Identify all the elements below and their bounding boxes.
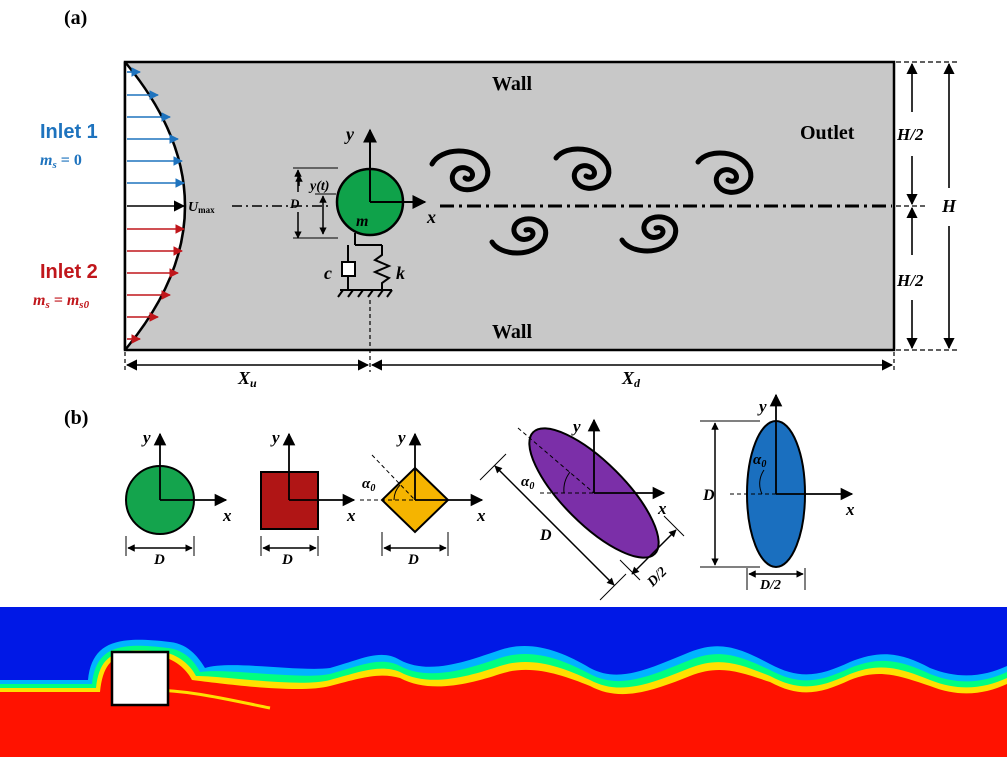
panel-a-label: (a) xyxy=(64,7,87,29)
shape-vertical-ellipse-group: y x α0 D D/2 xyxy=(700,393,855,593)
cyl-x-label: x xyxy=(426,207,436,227)
damper-label: c xyxy=(324,263,332,283)
diamond-d-label: D xyxy=(407,552,419,568)
mass-label: m xyxy=(356,213,368,230)
vortex-upper-1 xyxy=(429,148,491,193)
circle-y-label: y xyxy=(141,428,151,447)
wall-bottom-label: Wall xyxy=(492,321,532,343)
vertical-angle-label: α0 xyxy=(753,452,766,470)
inlet1-title: Inlet 1 xyxy=(40,121,98,143)
outlet-label: Outlet xyxy=(800,122,855,144)
umax-label: Umax xyxy=(188,200,215,215)
shape-square-group: y x D xyxy=(260,428,356,568)
diamond-x-label: x xyxy=(476,506,486,525)
vortex-lower-1 xyxy=(489,216,549,256)
vortex-upper-3 xyxy=(695,150,754,195)
tilted-x-label: x xyxy=(657,499,667,518)
cyl-y-label: y xyxy=(344,124,355,144)
tilted-d2-label: D/2 xyxy=(644,565,670,591)
shape-diamond-group: y x α0 D xyxy=(360,428,486,568)
wall-top-label: Wall xyxy=(492,73,532,95)
panel-b: (b) y x D y x D xyxy=(64,393,855,601)
square-x-label: x xyxy=(346,506,356,525)
height-dimension xyxy=(896,61,960,351)
vortex-street xyxy=(429,146,754,256)
inlet1-velocity-arrows xyxy=(127,67,185,188)
d-dim-label: D xyxy=(289,196,300,211)
xd-label: Xd xyxy=(621,368,641,390)
diamond-y-label: y xyxy=(396,428,406,447)
diamond-angle-label: α0 xyxy=(362,476,375,494)
shape-tilted-ellipse-group: y x α0 D D/2 xyxy=(479,417,685,601)
tilted-angle-label: α0 xyxy=(521,474,534,492)
square-d-label: D xyxy=(281,552,293,568)
vortex-lower-2 xyxy=(619,214,679,254)
tilted-d-label: D xyxy=(539,527,552,544)
contour-bottom-field xyxy=(0,654,1007,757)
contour-obstacle xyxy=(110,650,170,707)
length-dimensions xyxy=(124,300,895,372)
vertical-d-label: D xyxy=(702,487,715,504)
vertical-y-label: y xyxy=(757,397,767,416)
panel-b-label: (b) xyxy=(64,407,88,429)
inlet2-condition: ms = ms0 xyxy=(33,292,90,311)
square-y-label: y xyxy=(270,428,280,447)
xu-label: Xu xyxy=(237,368,257,390)
concentration-contour xyxy=(0,607,1007,757)
tilted-y-label: y xyxy=(571,417,581,436)
spring-label: k xyxy=(396,263,405,283)
inlet2-title: Inlet 2 xyxy=(40,261,98,283)
vertical-x-label: x xyxy=(845,500,855,519)
circle-d-label: D xyxy=(153,552,165,568)
circle-x-label: x xyxy=(222,506,232,525)
inlet1-condition: ms = 0 xyxy=(40,152,82,171)
half-height-top-label: H/2 xyxy=(896,125,924,144)
inlet2-velocity-arrows xyxy=(127,224,185,344)
panel-a: (a) Umax Inlet 1 ms = 0 Inlet 2 xyxy=(33,7,960,390)
vortex-upper-2 xyxy=(553,146,612,191)
spring-damper-support xyxy=(337,233,393,298)
half-height-bottom-label: H/2 xyxy=(896,271,924,290)
displacement-label: y(t) xyxy=(308,179,329,194)
shape-circle-group: y x D xyxy=(125,428,232,568)
height-label: H xyxy=(941,196,957,216)
vertical-d2-label: D/2 xyxy=(759,578,781,593)
